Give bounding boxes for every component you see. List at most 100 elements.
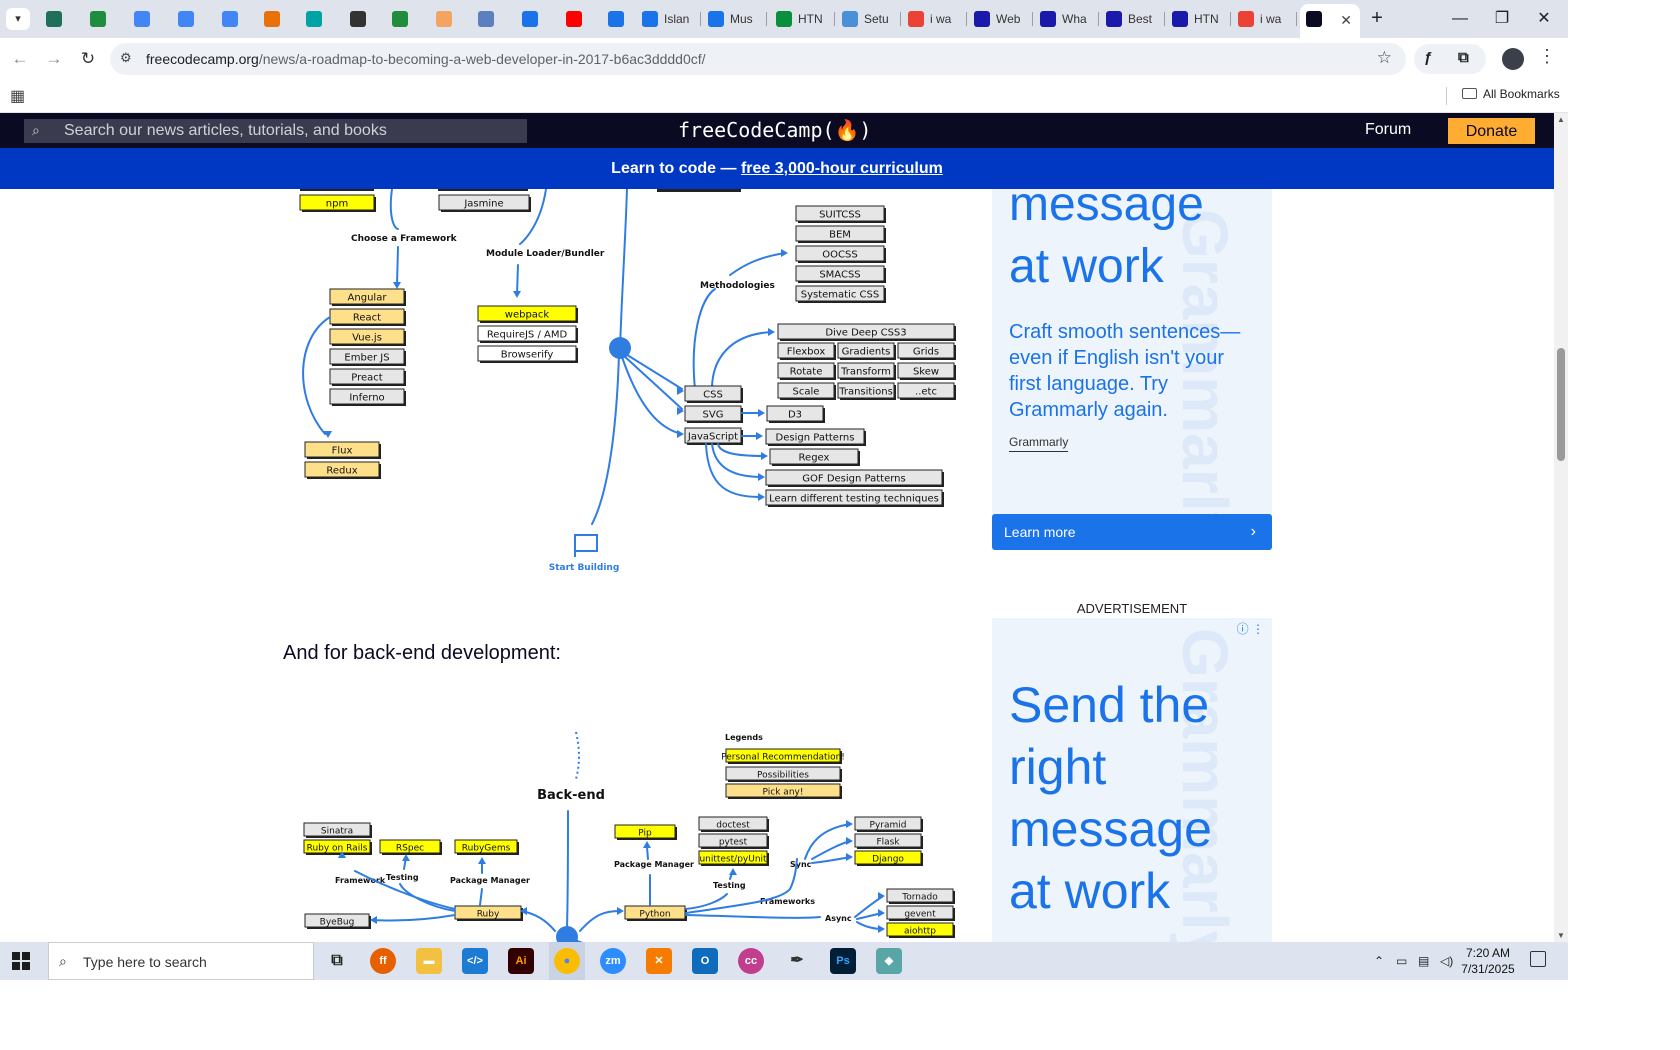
- puzzle-extensions-icon[interactable]: ⧉: [1458, 49, 1469, 66]
- diagram-box: [766, 405, 824, 422]
- vscode-icon[interactable]: </>: [462, 948, 488, 974]
- illustrator-icon[interactable]: Ai: [508, 948, 534, 974]
- scroll-up-arrow-icon[interactable]: ▲: [1557, 115, 1565, 124]
- tab-title: Setu: [864, 12, 889, 26]
- fcc-logo[interactable]: freeCodeCamp(🔥): [678, 118, 872, 142]
- back-button[interactable]: ←: [11, 49, 29, 68]
- xampp-icon[interactable]: ✕: [646, 948, 672, 974]
- browser-tab[interactable]: Islan: [636, 4, 700, 34]
- browser-tab[interactable]: [128, 4, 168, 34]
- browser-tab[interactable]: Best: [1100, 4, 1164, 34]
- system-clock[interactable]: 7:20 AM 7/31/2025: [1448, 945, 1528, 977]
- browser-tab[interactable]: [84, 4, 124, 34]
- browser-menu-icon[interactable]: ⋮: [1538, 46, 1556, 66]
- restore-button[interactable]: ❐: [1494, 10, 1510, 27]
- browser-tab[interactable]: Web: [968, 4, 1032, 34]
- forum-link[interactable]: Forum: [1365, 121, 1412, 138]
- browser-tab[interactable]: [560, 4, 600, 34]
- browser-tab[interactable]: [386, 4, 426, 34]
- diagram-box-label: Personal Recommendation!: [721, 753, 845, 763]
- browser-tab[interactable]: [258, 4, 298, 34]
- app-icon[interactable]: ◆: [876, 948, 902, 974]
- windows-start-icon[interactable]: [12, 952, 30, 970]
- outlook-icon[interactable]: O: [692, 948, 718, 974]
- network-icon[interactable]: ▤: [1418, 954, 1430, 968]
- fcc-search-input[interactable]: ⌕ Search our news articles, tutorials, a…: [24, 119, 527, 143]
- diagram-box-label: Jasmine: [463, 199, 503, 210]
- notification-center-icon[interactable]: [1530, 951, 1546, 967]
- tab-title: HTN: [1194, 12, 1219, 26]
- minimize-button[interactable]: —: [1452, 10, 1468, 27]
- browser-tab[interactable]: [172, 4, 212, 34]
- box-edge: [657, 189, 741, 192]
- browser-tab[interactable]: i wa: [902, 4, 966, 34]
- learn-more-button[interactable]: Learn more›: [992, 514, 1272, 550]
- profile-avatar[interactable]: [1502, 48, 1524, 70]
- diagram-box: [684, 385, 742, 402]
- diagram-box: [698, 816, 768, 831]
- tab-separator: [1164, 12, 1165, 26]
- volume-icon[interactable]: ◁): [1440, 954, 1454, 968]
- address-bar[interactable]: ⚙ freecodecamp.org/news/a-roadmap-to-bec…: [110, 43, 1406, 75]
- site-info-icon[interactable]: ⚙: [120, 50, 132, 65]
- connector-line: [692, 288, 716, 390]
- browser-tab[interactable]: [472, 4, 512, 34]
- close-tab-icon[interactable]: ✕: [1340, 12, 1352, 28]
- browser-tab[interactable]: [602, 4, 642, 34]
- reload-button[interactable]: ↻: [80, 49, 96, 68]
- diagram-box-label: unittest/pyUnit: [699, 855, 767, 865]
- fonts-extension-icon[interactable]: ƒ: [1424, 49, 1433, 66]
- chrome-icon[interactable]: ●: [554, 948, 580, 974]
- sheets-icon: [90, 11, 106, 27]
- task-view-icon[interactable]: ⧉: [331, 952, 343, 969]
- advertisement-1[interactable]: Grammarly message at work Craft smooth s…: [992, 189, 1272, 549]
- new-tab-button[interactable]: +: [1371, 7, 1383, 29]
- curriculum-link[interactable]: free 3,000-hour curriculum: [740, 160, 943, 177]
- scroll-thumb[interactable]: [1557, 348, 1565, 461]
- ad1-brand[interactable]: Grammarly: [1009, 435, 1069, 452]
- arrow-head: [677, 407, 684, 415]
- close-window-button[interactable]: ✕: [1537, 10, 1551, 27]
- browser-tab[interactable]: [40, 4, 80, 34]
- chevron-up-icon[interactable]: ⌃: [1374, 954, 1385, 968]
- url-text[interactable]: freecodecamp.org/news/a-roadmap-to-becom…: [146, 51, 706, 67]
- page-scrollbar[interactable]: ▲ ▼: [1554, 113, 1568, 942]
- browser-tab[interactable]: HTN: [1166, 4, 1230, 34]
- apps-grid-icon[interactable]: ▦: [10, 88, 26, 105]
- scroll-down-arrow-icon[interactable]: ▼: [1557, 931, 1565, 940]
- ad-info-icon[interactable]: ⓘ ⋮: [1236, 622, 1264, 636]
- browser-tab[interactable]: [516, 4, 556, 34]
- browser-tab[interactable]: [216, 4, 256, 34]
- firefox-icon[interactable]: ff: [370, 948, 396, 974]
- diagram-box-label: ByeBug: [320, 918, 355, 928]
- taskbar-search-box[interactable]: ⌕ Type here to search: [48, 942, 314, 980]
- bookmark-star-icon[interactable]: ☆: [1376, 48, 1392, 67]
- file-explorer-icon[interactable]: ▬: [416, 948, 442, 974]
- browser-tab[interactable]: ✕: [1300, 4, 1360, 38]
- pen-tool-icon[interactable]: ✒: [790, 952, 804, 969]
- browser-tab[interactable]: HTN: [770, 4, 834, 34]
- advertisement-2[interactable]: Grammarly ⓘ ⋮ Send the right message at …: [992, 618, 1272, 942]
- donate-button[interactable]: Donate: [1448, 118, 1535, 144]
- hand-icon: [436, 11, 452, 27]
- browser-tab[interactable]: [300, 4, 340, 34]
- browser-tab[interactable]: Mus: [702, 4, 766, 34]
- arrow-head: [846, 853, 853, 861]
- diagram-box-label: JavaScript: [687, 432, 738, 443]
- zoom-icon[interactable]: zm: [600, 948, 626, 974]
- browser-tab[interactable]: [344, 4, 384, 34]
- photoshop-icon[interactable]: Ps: [830, 948, 856, 974]
- browser-tab[interactable]: Wha: [1034, 4, 1098, 34]
- browser-tab[interactable]: Setu: [836, 4, 900, 34]
- display-icon[interactable]: ▭: [1396, 954, 1408, 968]
- diagram-box-label: doctest: [716, 821, 750, 831]
- forward-button[interactable]: →: [45, 49, 63, 68]
- diagram-box-label: Django: [872, 855, 904, 865]
- all-bookmarks-button[interactable]: All Bookmarks: [1462, 87, 1560, 101]
- browser-tab[interactable]: [430, 4, 470, 34]
- diagram-box-label: Transitions: [838, 387, 893, 398]
- diagram-box: [795, 265, 885, 282]
- browser-tab[interactable]: i wa: [1232, 4, 1296, 34]
- creative-cloud-icon[interactable]: cc: [738, 948, 764, 974]
- tab-search-button[interactable]: ▾: [6, 8, 30, 30]
